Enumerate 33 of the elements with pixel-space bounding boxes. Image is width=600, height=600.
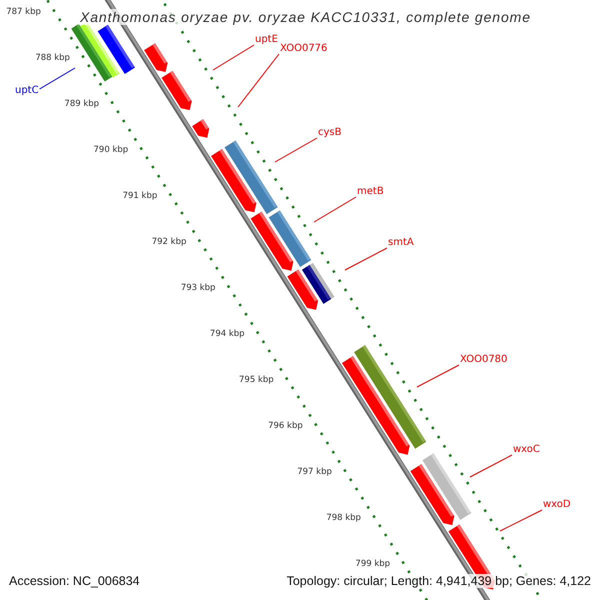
leader-line	[500, 510, 542, 532]
gene-label: uptE	[255, 34, 278, 46]
tick-label: 793 kbp	[180, 283, 216, 294]
tick-label: 794 kbp	[210, 329, 245, 340]
tick-label: 791 kbp	[122, 191, 158, 202]
gene-label: wxoD	[543, 499, 571, 511]
tick-label: 795 kbp	[239, 375, 274, 386]
tick-label: 797 kbp	[297, 467, 332, 478]
leader-line	[416, 364, 460, 388]
gene-label: XOO0780	[460, 354, 508, 366]
tick-label: 788 kbp	[35, 53, 70, 64]
leader-line	[344, 248, 388, 270]
gene-label: wxoC	[513, 444, 540, 456]
gene-label: cysB	[318, 127, 342, 139]
topology-text: Topology: circular; Length: 4,941,439 bp; Genes: 4,122	[286, 574, 592, 588]
tick-label: 789 kbp	[64, 99, 100, 110]
leader-line	[274, 138, 318, 162]
gene-label: smtA	[388, 237, 414, 249]
leader-line	[238, 54, 280, 108]
gene-label: XOO0776	[280, 43, 328, 55]
gene-label: metB	[357, 186, 384, 198]
leader-line	[212, 44, 254, 70]
leader-line	[314, 196, 356, 222]
leader-line	[470, 454, 512, 478]
tick-label: 790 kbp	[94, 145, 128, 156]
gene-label: uptC	[15, 85, 39, 97]
tick-label: 792 kbp	[152, 237, 186, 248]
tick-label: 798 kbp	[326, 513, 361, 524]
tick-label: 787 kbp	[6, 7, 41, 18]
accession-text: Accession: NC_006834	[8, 574, 141, 588]
tick-label: 796 kbp	[268, 421, 303, 432]
tick-label: 799 kbp	[355, 559, 390, 570]
leader-line	[39, 68, 76, 90]
